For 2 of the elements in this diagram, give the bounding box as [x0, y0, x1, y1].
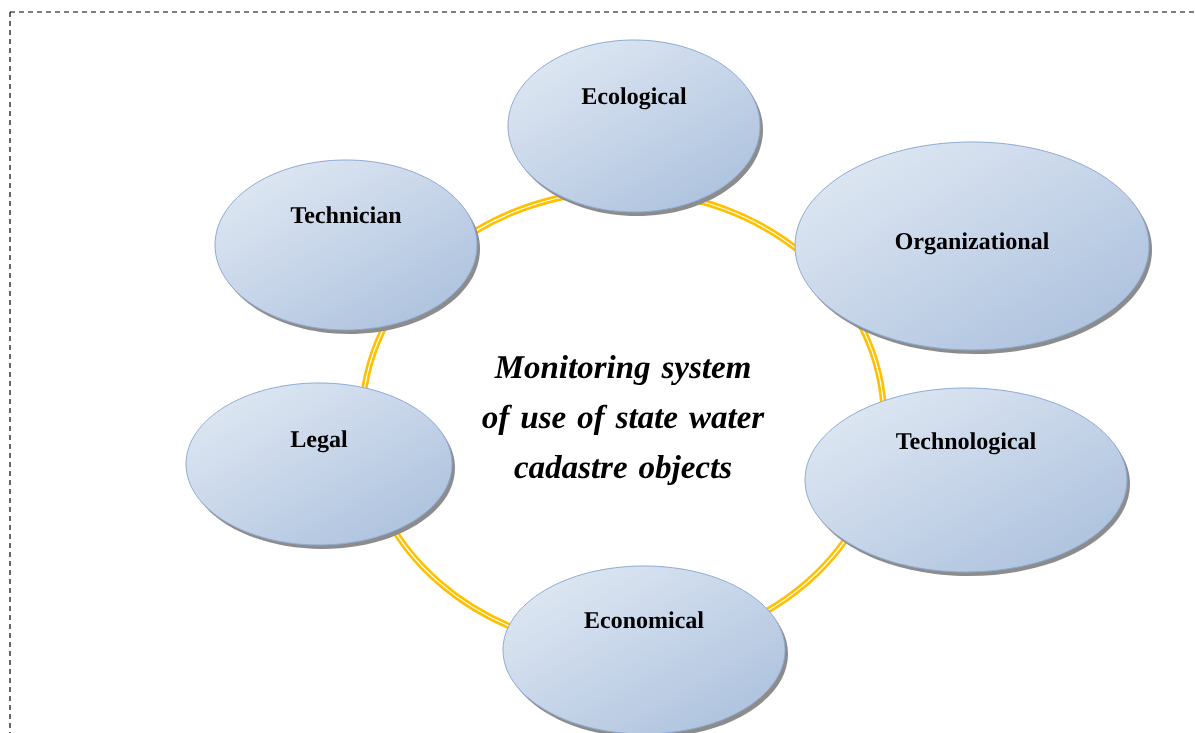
ellipse-node: Economical	[502, 565, 788, 733]
ellipse-node: Legal	[185, 382, 455, 549]
